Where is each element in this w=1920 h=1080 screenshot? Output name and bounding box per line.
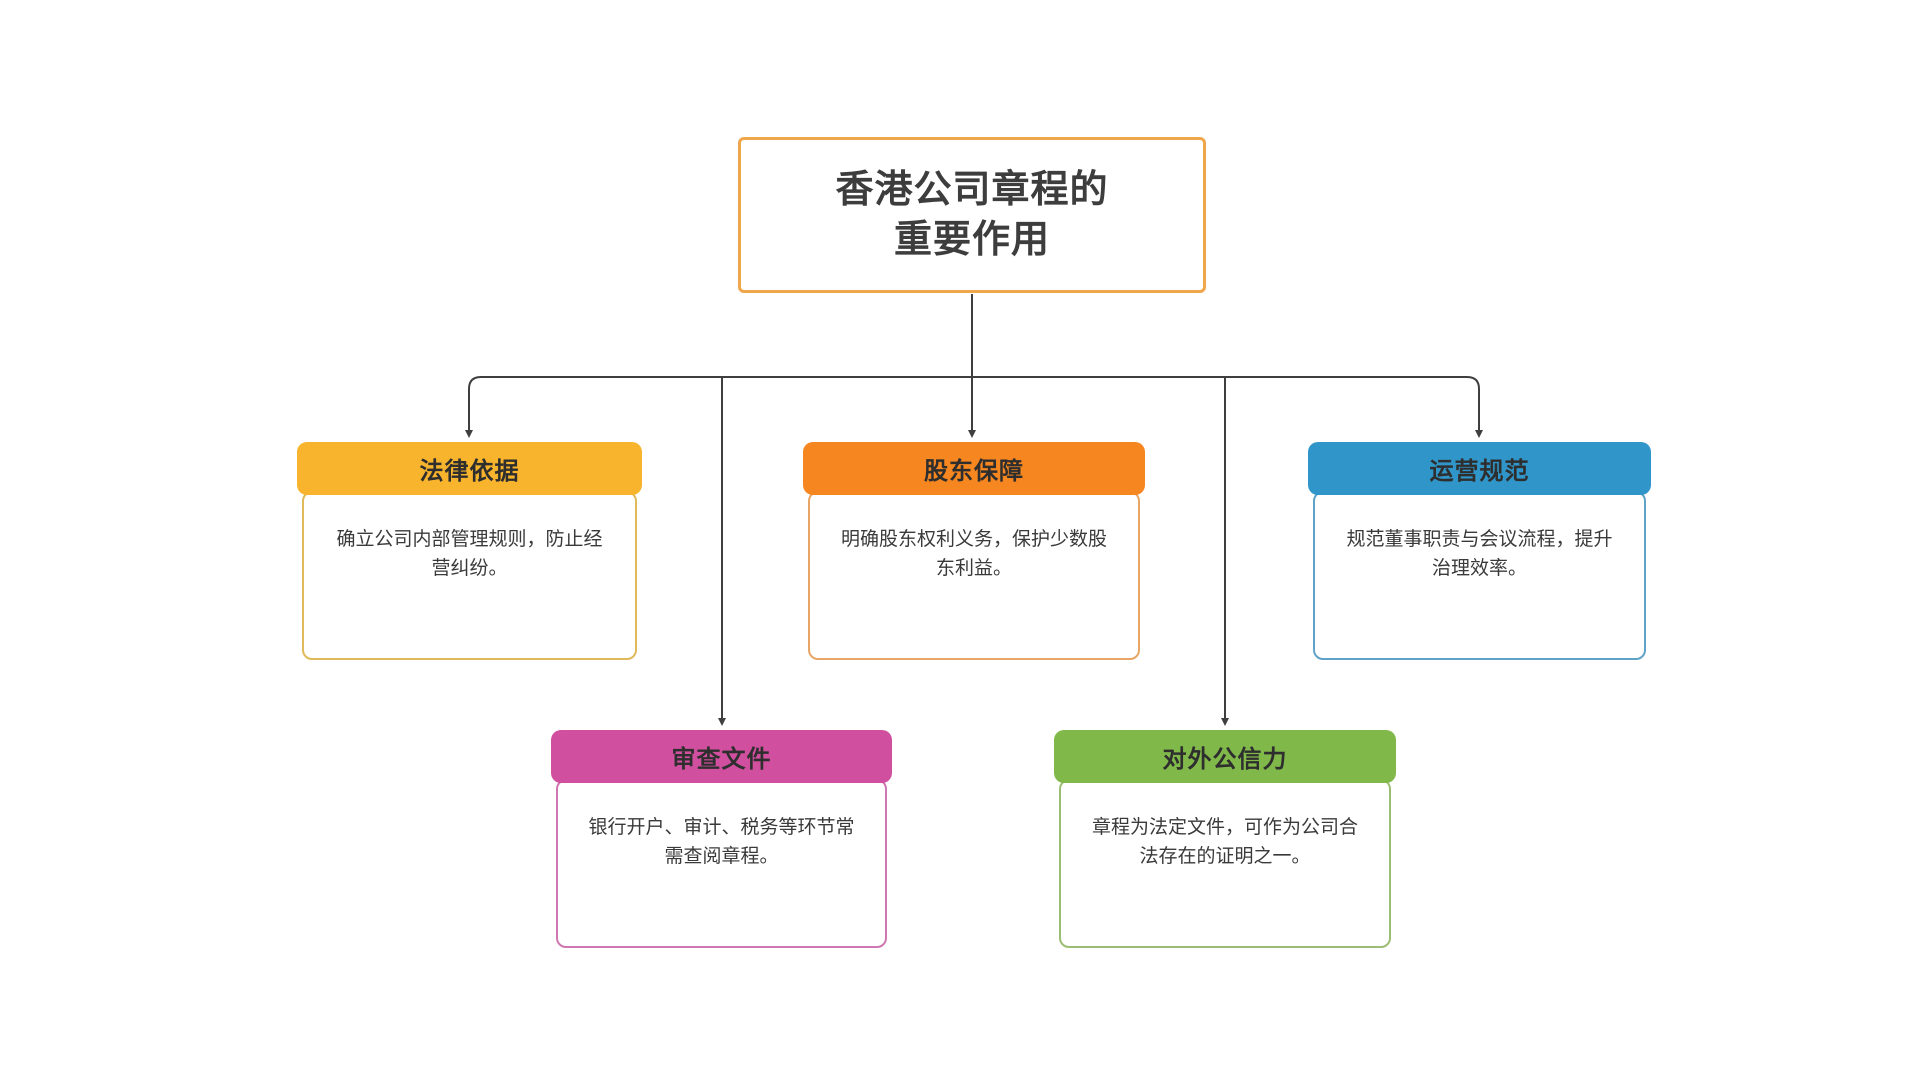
node-label: 法律依据: [419, 458, 520, 485]
node-document-review[interactable]: 审查文件 银行开户、审计、税务等环节常需查阅章程。: [551, 730, 892, 948]
node-label: 对外公信力: [1162, 746, 1288, 773]
node-description: 银行开户、审计、税务等环节常需查阅章程。: [588, 817, 855, 868]
root-node[interactable]: 香港公司章程的 重要作用: [738, 137, 1206, 293]
node-external-credibility-body: 章程为法定文件，可作为公司合法存在的证明之一。: [1059, 779, 1391, 948]
node-label: 运营规范: [1429, 458, 1530, 485]
node-operation-standards-header: 运营规范: [1308, 442, 1651, 495]
node-operation-standards-body: 规范董事职责与会议流程，提升治理效率。: [1313, 491, 1646, 660]
root-title-line1: 香港公司章程的: [835, 168, 1109, 211]
node-document-review-header: 审查文件: [551, 730, 892, 783]
node-description: 明确股东权利义务，保护少数股东利益。: [840, 529, 1107, 580]
node-description: 规范董事职责与会议流程，提升治理效率。: [1346, 529, 1613, 580]
node-external-credibility[interactable]: 对外公信力 章程为法定文件，可作为公司合法存在的证明之一。: [1054, 730, 1396, 948]
node-legal-basis-body: 确立公司内部管理规则，防止经营纠纷。: [302, 491, 637, 660]
node-external-credibility-header: 对外公信力: [1054, 730, 1396, 783]
node-shareholder-protection[interactable]: 股东保障 明确股东权利义务，保护少数股东利益。: [803, 442, 1145, 660]
node-legal-basis[interactable]: 法律依据 确立公司内部管理规则，防止经营纠纷。: [297, 442, 642, 660]
node-description: 章程为法定文件，可作为公司合法存在的证明之一。: [1091, 817, 1358, 868]
node-label: 股东保障: [924, 458, 1024, 485]
connector-to-operation: [972, 376, 1483, 438]
node-label: 审查文件: [671, 746, 772, 773]
node-shareholder-protection-body: 明确股东权利义务，保护少数股东利益。: [808, 491, 1140, 660]
node-description: 确立公司内部管理规则，防止经营纠纷。: [336, 529, 603, 580]
connector-to-legal-basis: [465, 376, 972, 438]
node-legal-basis-header: 法律依据: [297, 442, 642, 495]
node-operation-standards[interactable]: 运营规范 规范董事职责与会议流程，提升治理效率。: [1308, 442, 1651, 660]
root-node-title: 香港公司章程的 重要作用: [835, 165, 1108, 265]
node-shareholder-protection-header: 股东保障: [803, 442, 1145, 495]
root-title-line2: 重要作用: [893, 219, 1050, 261]
node-document-review-body: 银行开户、审计、税务等环节常需查阅章程。: [556, 779, 887, 948]
